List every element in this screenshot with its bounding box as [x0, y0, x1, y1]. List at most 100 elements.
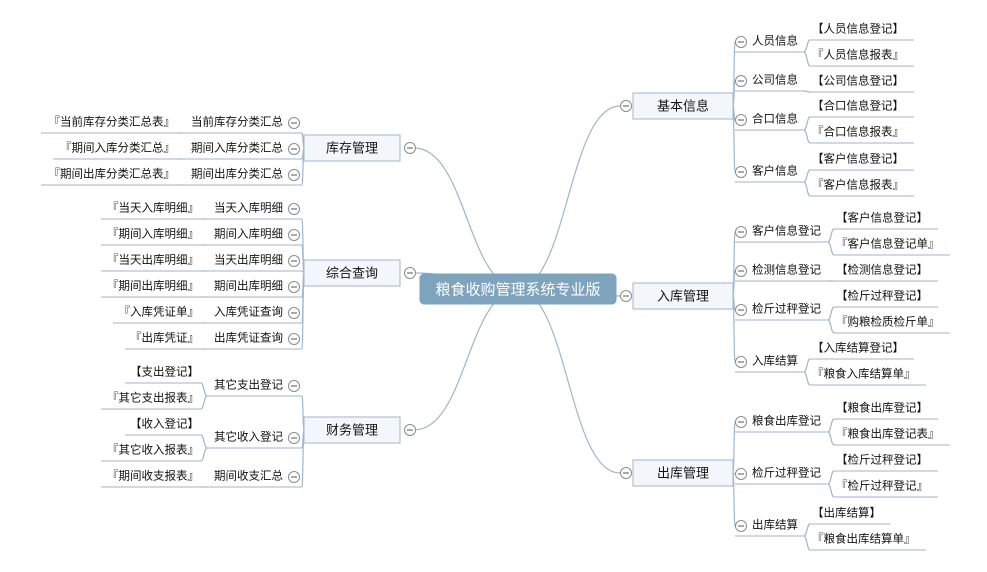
- subtopic-label[interactable]: 期间入库明细: [214, 227, 283, 241]
- sub-collapse-icon[interactable]: [288, 203, 300, 215]
- subtopic-label[interactable]: 当天入库明细: [214, 201, 283, 215]
- topic-collapse-icon[interactable]: [620, 467, 632, 479]
- leaf-label[interactable]: 『出库凭证』: [130, 331, 199, 345]
- leaf-label[interactable]: 『期间入库明细』: [107, 227, 199, 241]
- leaf-label[interactable]: 【入库结算登记】: [812, 341, 904, 355]
- leaf-label[interactable]: 【粮食出库登记】: [836, 401, 928, 415]
- leaf-label[interactable]: 『客户信息报表』: [812, 178, 904, 192]
- topic-label[interactable]: 基本信息: [657, 99, 709, 115]
- sub-collapse-icon[interactable]: [288, 307, 300, 319]
- subtopic-label[interactable]: 检斤过秤登记: [752, 466, 821, 480]
- leaf-label[interactable]: 【支出登记】: [130, 365, 199, 379]
- topic-label[interactable]: 财务管理: [326, 423, 378, 439]
- leaf-label[interactable]: 【检斤过秤登记】: [836, 453, 928, 467]
- leaf-label[interactable]: 【客户信息登记】: [836, 211, 928, 225]
- sub-collapse-icon[interactable]: [735, 468, 747, 480]
- subtopic-label[interactable]: 出库结算: [752, 518, 798, 532]
- leaf-label[interactable]: 『入库凭证单』: [119, 305, 200, 319]
- sub-collapse-icon[interactable]: [735, 36, 747, 48]
- topic-node[interactable]: [303, 259, 401, 287]
- topic-collapse-icon[interactable]: [404, 424, 416, 436]
- sub-collapse-icon[interactable]: [288, 333, 300, 345]
- leaf-label[interactable]: 『客户信息登记单』: [836, 237, 940, 251]
- subtopic-label[interactable]: 合口信息: [752, 112, 798, 126]
- topic-collapse-icon[interactable]: [620, 100, 632, 112]
- sub-collapse-icon[interactable]: [288, 432, 300, 444]
- subtopic-label[interactable]: 检斤过秤登记: [752, 302, 821, 316]
- sub-collapse-icon[interactable]: [288, 281, 300, 293]
- subtopic-label[interactable]: 其它支出登记: [214, 378, 283, 392]
- leaf-label[interactable]: 【公司信息登记】: [812, 74, 904, 88]
- topic-label[interactable]: 入库管理: [657, 289, 709, 305]
- subtopic-label[interactable]: 公司信息: [752, 73, 798, 87]
- sub-collapse-icon[interactable]: [288, 117, 300, 129]
- subtopic-label[interactable]: 期间收支汇总: [214, 469, 283, 483]
- topic-node[interactable]: [303, 134, 401, 162]
- leaf-label[interactable]: 【合口信息登记】: [812, 99, 904, 113]
- topic-collapse-icon[interactable]: [404, 267, 416, 279]
- sub-collapse-icon[interactable]: [735, 356, 747, 368]
- topic-collapse-icon[interactable]: [404, 142, 416, 154]
- subtopic-label[interactable]: 入库结算: [752, 354, 798, 368]
- sub-collapse-icon[interactable]: [735, 416, 747, 428]
- leaf-label[interactable]: 『合口信息报表』: [812, 125, 904, 139]
- sub-collapse-icon[interactable]: [288, 255, 300, 267]
- sub-collapse-icon[interactable]: [735, 114, 747, 126]
- topic-collapse-icon[interactable]: [620, 290, 632, 302]
- sub-collapse-icon[interactable]: [288, 143, 300, 155]
- sub-collapse-icon[interactable]: [735, 265, 747, 277]
- sub-collapse-icon[interactable]: [735, 520, 747, 532]
- leaf-label[interactable]: 【检测信息登记】: [836, 263, 928, 277]
- leaf-label[interactable]: 『期间入库分类汇总』: [60, 141, 175, 155]
- leaf-label[interactable]: 『当天出库明细』: [107, 253, 199, 267]
- leaf-label[interactable]: 【收入登记】: [130, 417, 199, 431]
- leaf-label[interactable]: 『当前库存分类汇总表』: [49, 115, 176, 129]
- leaf-label[interactable]: 『期间出库分类汇总表』: [49, 167, 176, 181]
- topic-label[interactable]: 出库管理: [657, 466, 709, 482]
- subtopic-label[interactable]: 期间入库分类汇总: [191, 141, 283, 155]
- leaf-label[interactable]: 『粮食出库登记表』: [836, 427, 940, 441]
- leaf-label[interactable]: 『人员信息报表』: [812, 48, 904, 62]
- leaf-label[interactable]: 『检斤过秤登记』: [836, 479, 928, 493]
- leaf-label[interactable]: 『粮食出库结算单』: [812, 532, 916, 546]
- topic-node[interactable]: [632, 282, 734, 310]
- leaf-label[interactable]: 【检斤过秤登记】: [836, 289, 928, 303]
- leaf-label[interactable]: 『期间收支报表』: [107, 469, 199, 483]
- subtopic-label[interactable]: 检测信息登记: [752, 263, 821, 277]
- sub-collapse-icon[interactable]: [288, 229, 300, 241]
- sub-collapse-icon[interactable]: [735, 166, 747, 178]
- leaf-label[interactable]: 【人员信息登记】: [812, 22, 904, 36]
- root-node[interactable]: [419, 273, 617, 305]
- sub-collapse-icon[interactable]: [288, 471, 300, 483]
- sub-collapse-icon[interactable]: [735, 226, 747, 238]
- leaf-label[interactable]: 『其它收入报表』: [107, 443, 199, 457]
- sub-collapse-icon[interactable]: [735, 304, 747, 316]
- sub-collapse-icon[interactable]: [288, 169, 300, 181]
- leaf-label[interactable]: 【出库结算】: [812, 506, 881, 520]
- topic-node[interactable]: [303, 416, 401, 444]
- subtopic-label[interactable]: 客户信息: [752, 164, 798, 178]
- leaf-label[interactable]: 【客户信息登记】: [812, 152, 904, 166]
- leaf-label[interactable]: 『粮食入库结算单』: [812, 367, 916, 381]
- subtopic-label[interactable]: 人员信息: [752, 34, 798, 48]
- topic-label[interactable]: 综合查询: [326, 267, 378, 282]
- subtopic-label[interactable]: 当天出库明细: [214, 253, 283, 267]
- leaf-label[interactable]: 『当天入库明细』: [107, 201, 199, 215]
- sub-collapse-icon[interactable]: [735, 75, 747, 87]
- topic-node[interactable]: [632, 92, 734, 120]
- subtopic-label[interactable]: 粮食出库登记: [752, 414, 821, 428]
- subtopic-label[interactable]: 出库凭证查询: [214, 331, 283, 345]
- sub-collapse-icon[interactable]: [288, 380, 300, 392]
- topic-node[interactable]: [632, 459, 734, 487]
- subtopic-label[interactable]: 当前库存分类汇总: [191, 115, 283, 129]
- subtopic-label[interactable]: 期间出库分类汇总: [191, 167, 283, 181]
- leaf-label[interactable]: 『期间出库明细』: [107, 279, 199, 293]
- topic-label[interactable]: 库存管理: [326, 141, 378, 157]
- subtopic-label[interactable]: 客户信息登记: [752, 224, 821, 238]
- leaf-label[interactable]: 『购粮检质检斤单』: [836, 315, 940, 329]
- root-node-label[interactable]: 粮食收购管理系统专业版: [435, 281, 600, 299]
- leaf-label[interactable]: 『其它支出报表』: [107, 391, 199, 405]
- subtopic-label[interactable]: 其它收入登记: [214, 430, 283, 444]
- subtopic-label[interactable]: 入库凭证查询: [214, 305, 283, 319]
- subtopic-label[interactable]: 期间出库明细: [214, 279, 283, 293]
